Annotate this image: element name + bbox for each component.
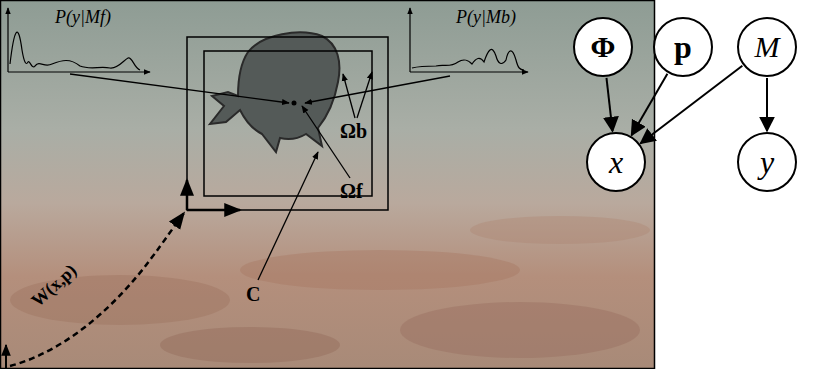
leader-line: [343, 74, 355, 118]
variable-node: x: [586, 132, 646, 192]
world-axis: [5, 345, 7, 368]
warp-curve: [10, 213, 184, 366]
histogram-label: P(y|Mb): [456, 8, 516, 26]
frame-axis: [186, 180, 189, 210]
variable-symbol: y: [760, 146, 774, 178]
photo-frame: [1, 1, 655, 369]
reef-texture: [10, 216, 650, 363]
leader-line: [258, 152, 318, 280]
leader-line: [357, 72, 372, 118]
leader-line: [70, 74, 289, 103]
variable-symbol: x: [609, 146, 623, 178]
centre-dot: [292, 101, 297, 106]
background-histogram: [410, 8, 528, 72]
region-label: Ωf: [340, 181, 363, 201]
variable-symbol: Φ: [591, 32, 616, 62]
variable-node: p: [653, 17, 713, 77]
outer-region-box: [187, 37, 388, 210]
dependency-arrow: [641, 66, 743, 143]
dependency-arrow: [606, 78, 612, 131]
variable-symbol: M: [755, 32, 780, 62]
inner-region-box: [204, 51, 372, 196]
leader-line: [302, 106, 350, 178]
contour-label: C: [246, 284, 260, 304]
variable-node: Φ: [573, 17, 633, 77]
leader-line: [305, 76, 450, 103]
frame-axis: [187, 209, 240, 212]
variable-node: y: [737, 132, 797, 192]
histogram-label: P(y|Mf): [55, 8, 111, 26]
foreground-histogram: [8, 8, 150, 72]
variable-symbol: p: [674, 31, 692, 63]
variable-node: M: [737, 17, 797, 77]
dependency-arrow: [766, 78, 768, 131]
water-ground: [0, 0, 655, 369]
region-label: Ωb: [340, 121, 367, 141]
